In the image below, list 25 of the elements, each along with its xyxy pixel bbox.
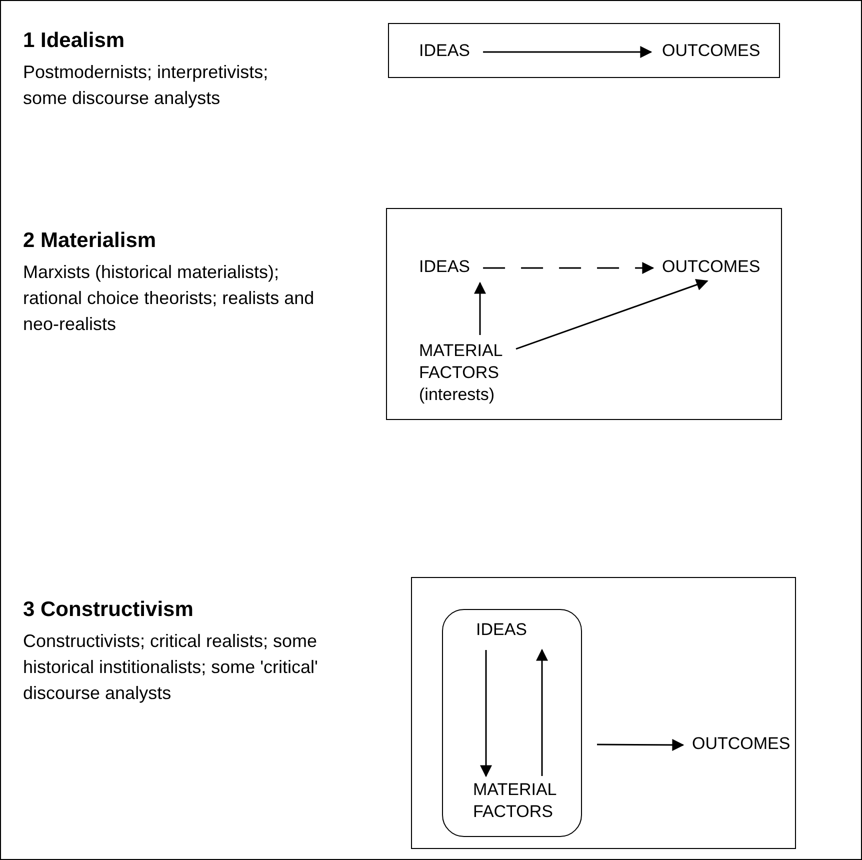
section-heading: 2 Materialism [23,228,156,254]
arrow [597,738,684,751]
node-label: MATERIAL FACTORS (interests) [419,340,511,406]
frame-box [411,577,796,849]
arrow [536,648,548,776]
rounded-frame-box [442,609,582,837]
node-label: OUTCOMES [662,40,760,62]
arrow [483,262,654,274]
frame-box [388,23,780,78]
frame-box [386,208,782,420]
node-label: OUTCOMES [662,256,760,278]
arrow [483,46,652,58]
node-label: IDEAS [419,256,470,278]
node-label: OUTCOMES [692,733,790,755]
section-heading: 1 Idealism [23,28,125,54]
node-label: IDEAS [419,40,470,62]
node-label: MATERIAL FACTORS [473,779,573,823]
description-text: Constructivists; critical realists; some historical institionalists; some 'critical' discourse analysts [23,630,319,705]
arrow [474,282,486,335]
arrow [480,650,492,778]
section-heading: 3 Constructivism [23,597,194,623]
description-text: Marxists (historical materialists); rational choice theorists; realists and neo-realists [23,261,316,336]
arrow [516,278,708,350]
description-text: Postmodernists; interpretivists; some discourse analysts [23,61,270,110]
node-label: IDEAS [476,619,528,641]
